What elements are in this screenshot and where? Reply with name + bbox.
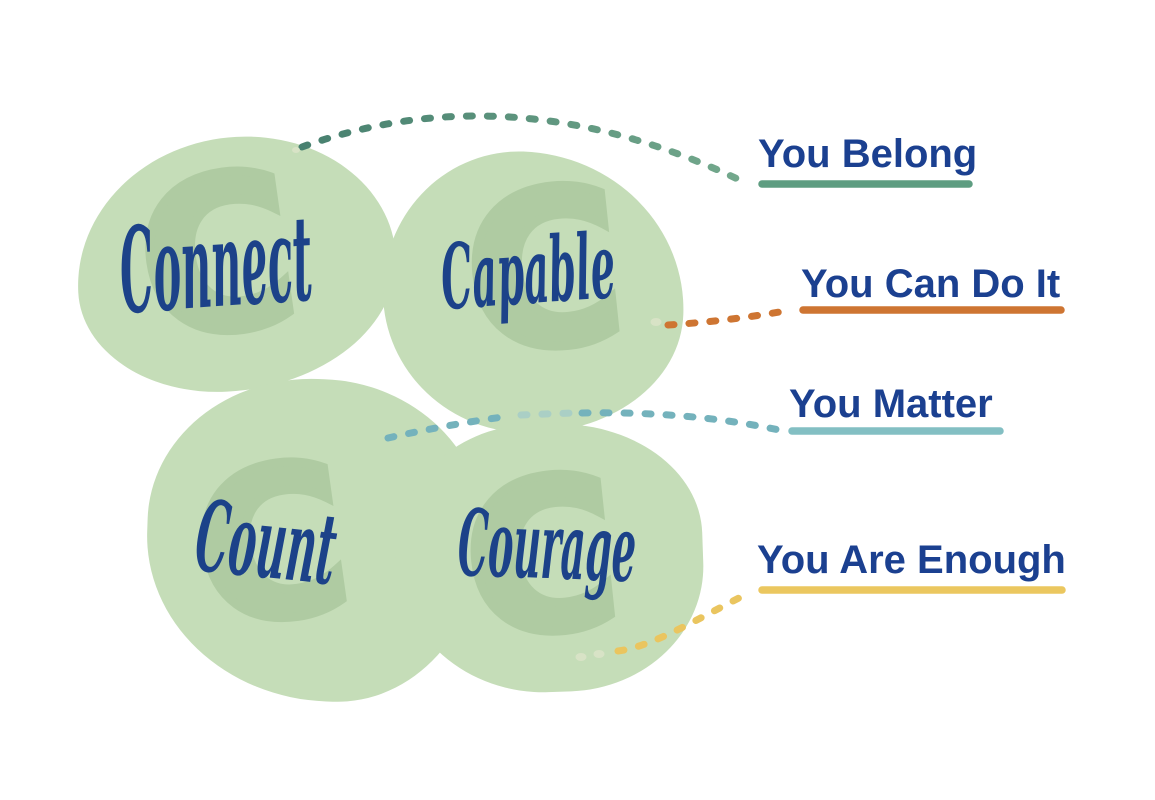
blob-word-courage: Courage	[456, 489, 638, 603]
enough-connector-line	[614, 589, 753, 655]
matter-connector-line-faded	[517, 409, 575, 419]
pale-dot	[650, 318, 662, 326]
blob-word-connect: Connect	[115, 188, 316, 340]
c-watermark-icon: C	[454, 140, 635, 402]
cando-label: You Can Do It	[801, 262, 1061, 306]
matter-connector-line	[384, 412, 514, 442]
belong-label: You Belong	[758, 132, 978, 176]
c-watermark-icon: C	[181, 418, 363, 675]
blob-word-capable: Capable	[438, 213, 619, 331]
pale-dot	[593, 650, 605, 658]
belong-connector-line	[298, 112, 752, 188]
enough-label: You Are Enough	[757, 538, 1066, 582]
pale-dot	[575, 653, 587, 661]
matter-connector-line	[578, 409, 783, 434]
matter-label: You Matter	[789, 382, 993, 426]
pale-dot	[292, 147, 300, 153]
c-watermark-icon: C	[453, 430, 629, 686]
blob-word-count: Count	[191, 479, 342, 608]
cando-connector-line	[664, 306, 795, 329]
